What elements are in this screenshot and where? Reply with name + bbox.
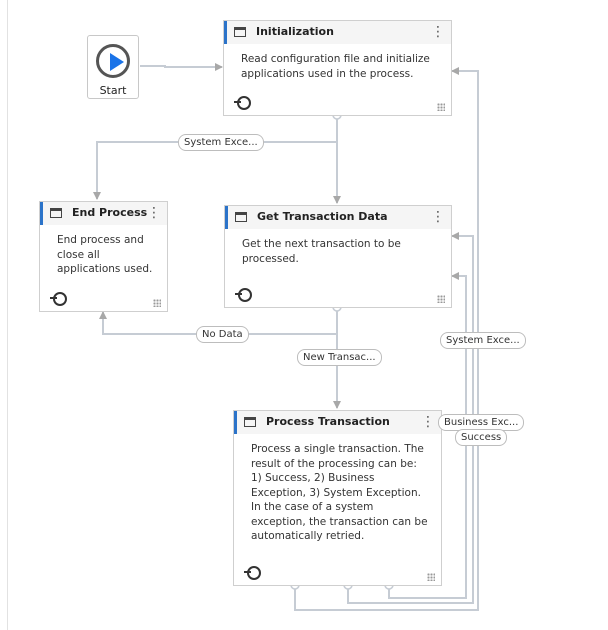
state-process-transaction[interactable]: Process Transaction ⋮ Process a single t…: [233, 410, 442, 586]
state-icon: [50, 208, 62, 218]
transition-system-exception-process[interactable]: System Exce...: [440, 332, 526, 349]
state-icon: [244, 417, 256, 427]
state-icon: [234, 27, 246, 37]
state-end-process[interactable]: End Process ⋮ End process and close all …: [39, 201, 168, 312]
kebab-menu-icon[interactable]: ⋮: [431, 209, 445, 225]
transition-no-data[interactable]: No Data: [196, 326, 249, 343]
start-label: Start: [99, 84, 127, 97]
transition-success[interactable]: Success: [455, 429, 508, 446]
edge-process-loop-3: [388, 272, 467, 599]
state-description: Get the next transaction to be processed…: [242, 238, 401, 265]
resize-grip-icon[interactable]: [437, 103, 445, 111]
state-description: Read configuration file and initialize a…: [241, 53, 430, 80]
state-get-transaction-data[interactable]: Get Transaction Data ⋮ Get the next tran…: [224, 205, 452, 308]
transition-new-transaction[interactable]: New Transac...: [297, 349, 382, 366]
state-header: Process Transaction ⋮: [234, 411, 441, 434]
state-description: End process and close all applications u…: [57, 234, 153, 275]
kebab-menu-icon[interactable]: ⋮: [421, 414, 435, 430]
edge-init-end: [93, 115, 338, 200]
entry-icon: [244, 566, 261, 580]
entry-icon: [234, 96, 251, 110]
edge-process-loop-2: [347, 232, 474, 604]
kebab-menu-icon[interactable]: ⋮: [147, 205, 161, 221]
state-description: Process a single transaction. The result…: [251, 443, 428, 542]
kebab-menu-icon[interactable]: ⋮: [431, 24, 445, 40]
edge-process-loop-1: [294, 67, 479, 611]
play-icon: [96, 44, 130, 78]
entry-icon: [50, 292, 67, 306]
start-node[interactable]: Start: [87, 35, 139, 99]
state-header: End Process ⋮: [40, 202, 167, 225]
state-title: Get Transaction Data: [257, 210, 388, 223]
resize-grip-icon[interactable]: [437, 295, 445, 303]
edge-start-init: [140, 63, 223, 71]
canvas-border: [7, 0, 8, 630]
entry-icon: [235, 288, 252, 302]
state-icon: [235, 212, 247, 222]
state-title: Initialization: [256, 25, 334, 38]
resize-grip-icon[interactable]: [427, 573, 435, 581]
state-header: Get Transaction Data ⋮: [225, 206, 451, 229]
state-header: Initialization ⋮: [224, 21, 451, 44]
resize-grip-icon[interactable]: [153, 299, 161, 307]
state-title: Process Transaction: [266, 415, 390, 428]
transition-system-exception-init[interactable]: System Exce...: [178, 134, 264, 151]
state-initialization[interactable]: Initialization ⋮ Read configuration file…: [223, 20, 452, 116]
state-title: End Process: [72, 206, 148, 219]
